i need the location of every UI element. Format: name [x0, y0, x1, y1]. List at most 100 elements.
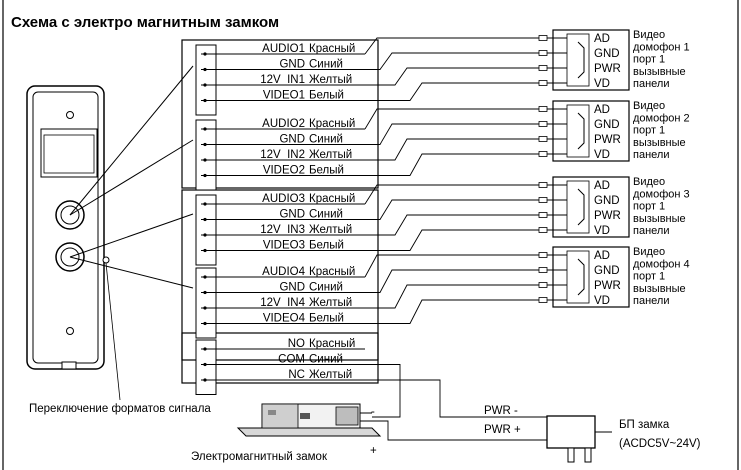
pin-label: COM — [278, 354, 305, 366]
wire-run — [365, 299, 539, 324]
terminal-block — [195, 267, 217, 339]
wire-color-label: Желтый — [309, 297, 352, 309]
pin-label: 12V_IN1 — [260, 74, 305, 86]
terminal-pin — [203, 127, 207, 131]
wire-color-label: Синий — [309, 134, 343, 146]
terminal-pin — [203, 290, 207, 295]
wire-color-label: Желтый — [309, 224, 352, 236]
pin-label: 12V_IN3 — [260, 224, 305, 236]
connector-description: порт 1 — [633, 201, 665, 213]
lock-label: Электромагнитный замок — [191, 451, 328, 463]
connector-description: домофон 4 — [633, 258, 690, 270]
pin-socket — [538, 121, 548, 127]
lock-plus: + — [370, 445, 377, 457]
connector-pin-label: AD — [594, 33, 610, 45]
connector-box — [552, 176, 630, 238]
leader-line — [69, 213, 194, 258]
connector-pin-label: PWR — [594, 210, 621, 222]
terminal-pin — [203, 362, 207, 367]
camera-window — [40, 128, 98, 178]
latch-icon — [577, 41, 585, 79]
wire-run — [364, 254, 539, 278]
pwr-plus-label: PWR + — [484, 424, 521, 436]
pin-socket — [538, 282, 548, 288]
wire-color-label: Желтый — [309, 369, 352, 381]
connector-description: Видео — [633, 246, 665, 258]
terminal-block — [195, 339, 217, 395]
connector-description: домофон 3 — [633, 188, 690, 200]
wire-run — [364, 184, 539, 205]
pin-socket — [538, 182, 548, 188]
diagram-title: Схема с электро магнитным замком — [11, 14, 279, 31]
pin-label: NC — [288, 369, 305, 381]
wire-run — [365, 153, 539, 176]
connector-description: Видео — [633, 176, 665, 188]
connector-description: Видео — [633, 100, 665, 112]
harness-outer-box — [181, 189, 379, 361]
screw-top-icon — [66, 111, 74, 119]
connector-description: порт 1 — [633, 271, 665, 283]
connector-pin-label: PWR — [594, 280, 621, 292]
leader-line — [69, 65, 194, 216]
terminal-block — [195, 119, 217, 191]
lock-power-supply — [546, 415, 612, 463]
electromagnetic-lock — [236, 403, 382, 437]
connector-pin-label: GND — [594, 265, 620, 277]
pin-socket — [538, 212, 548, 218]
terminal-pin — [203, 158, 207, 162]
terminal-pin — [203, 233, 207, 237]
call-panel-device — [26, 85, 110, 370]
wire-run — [365, 284, 539, 309]
connector-pin-label: GND — [594, 119, 620, 131]
pin-socket — [538, 252, 548, 258]
pin-label: VIDEO1 — [263, 90, 305, 102]
wire-color-label: Красный — [309, 193, 355, 205]
pin-socket — [538, 297, 548, 303]
wire-color-label: Белый — [309, 90, 344, 102]
pin-label: GND — [279, 282, 305, 294]
wire-run — [365, 123, 539, 145]
wire-run — [365, 138, 539, 161]
terminal-pin — [203, 98, 207, 103]
psu-label: БП замка — [619, 419, 670, 431]
pin-socket — [538, 197, 548, 203]
terminal-pin — [203, 217, 207, 222]
harness-outer-box — [181, 39, 379, 189]
connector-pin-label: AD — [594, 250, 610, 262]
wire-run — [365, 52, 539, 70]
connector-description: домофон 2 — [633, 112, 690, 124]
wire-run — [365, 67, 539, 86]
connector-description: домофон 1 — [633, 41, 690, 53]
terminal-pin — [203, 52, 207, 56]
wire-run — [364, 108, 539, 130]
pin-socket — [538, 65, 548, 71]
pin-socket — [538, 136, 548, 142]
connector-housing — [566, 33, 590, 87]
wire-color-label: Желтый — [309, 74, 352, 86]
latch-icon — [577, 112, 585, 150]
switch-label: Переключение форматов сигнала — [29, 403, 211, 415]
pin-socket — [538, 106, 548, 112]
wire-color-label: Синий — [309, 59, 343, 71]
screw-bottom-icon — [66, 327, 74, 335]
wire-run — [365, 269, 539, 293]
connector-description: панели — [633, 225, 669, 237]
terminal-pin — [203, 306, 207, 310]
terminal-block — [195, 44, 217, 116]
connector-description: вызывные — [633, 213, 686, 225]
lock-minus: - — [371, 406, 375, 418]
connector-description: вызывные — [633, 66, 686, 78]
wire-color-label: Красный — [309, 266, 355, 278]
wire-color-label: Желтый — [309, 149, 352, 161]
terminal-pin — [203, 67, 207, 72]
pin-label: AUDIO1 — [262, 43, 305, 55]
terminal-block — [195, 194, 217, 266]
connector-description: Видео — [633, 29, 665, 41]
